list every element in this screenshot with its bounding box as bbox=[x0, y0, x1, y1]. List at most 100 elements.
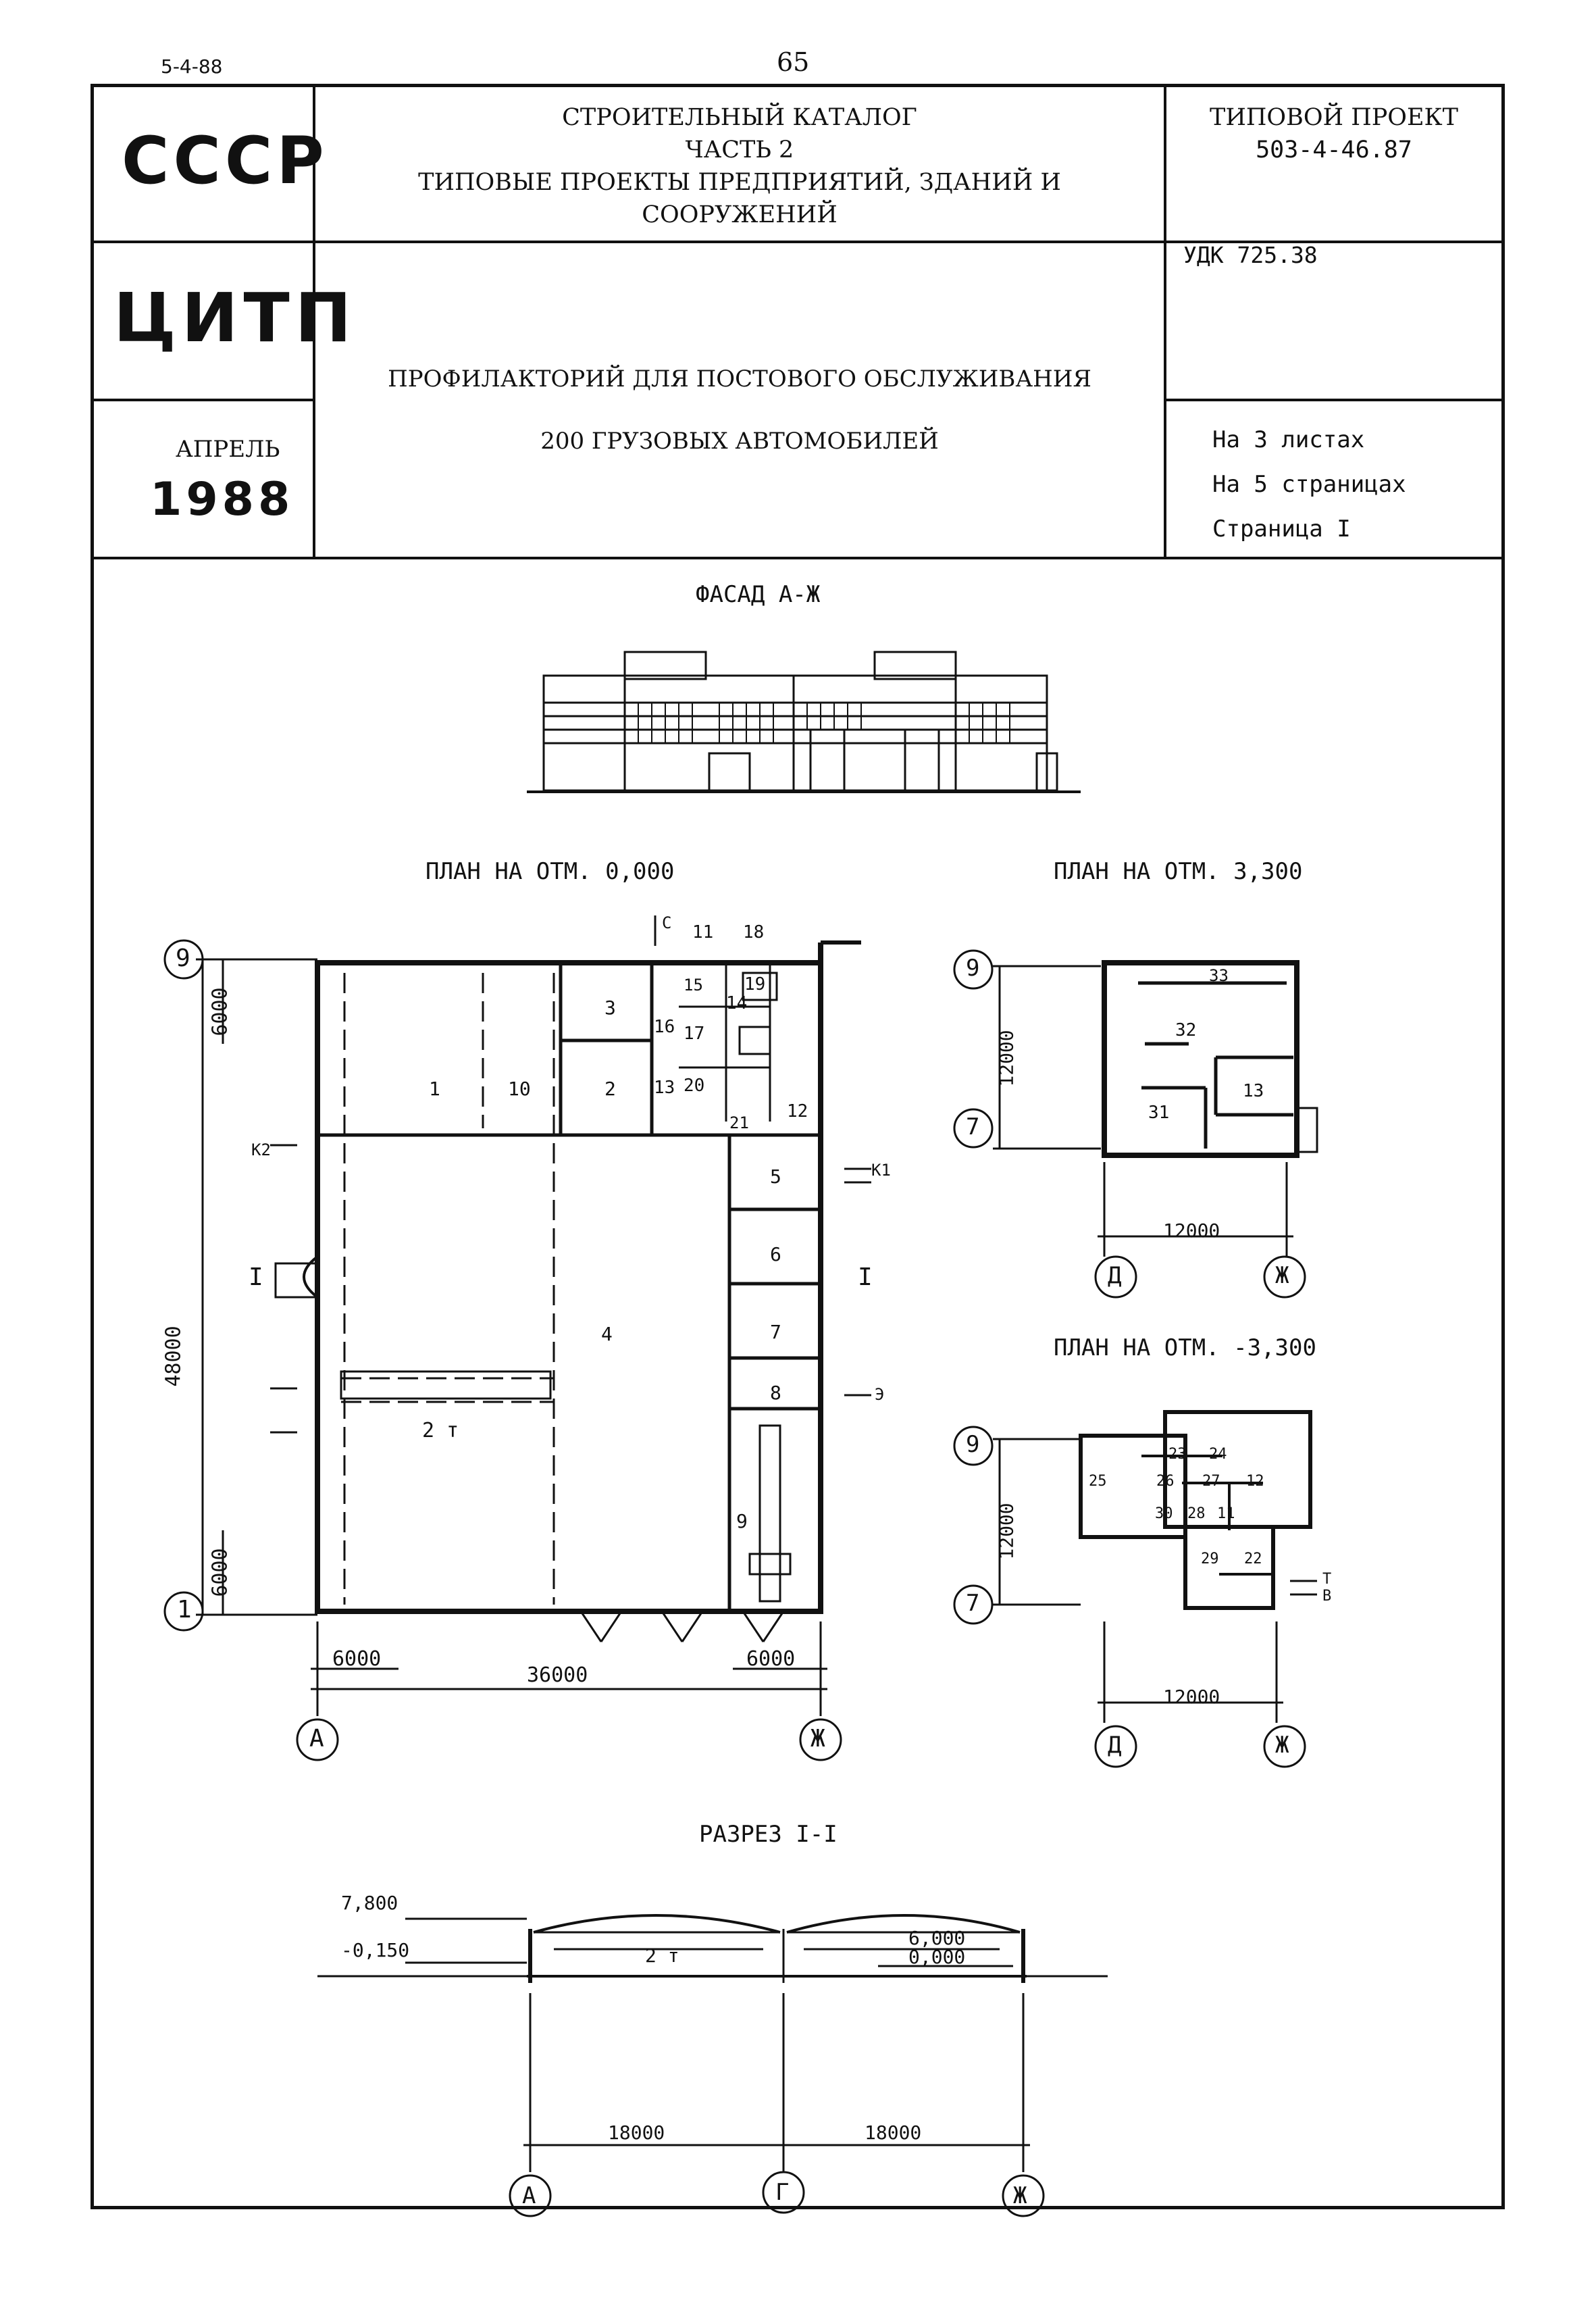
pm3-room-23: 23 bbox=[1168, 1446, 1187, 1463]
pm3-axis-9: 9 bbox=[966, 1431, 980, 1458]
room-13: 13 bbox=[654, 1078, 675, 1098]
section-drawing bbox=[317, 1914, 1108, 2217]
dim-right-6000: 6000 bbox=[746, 1647, 796, 1671]
section-crane: 2 т bbox=[645, 1944, 679, 1967]
pm3-dim-v: 12000 bbox=[995, 1503, 1018, 1560]
pm3-room-25: 25 bbox=[1089, 1473, 1107, 1490]
month-label: АПРЕЛЬ bbox=[176, 436, 280, 463]
span-1: 18000 bbox=[608, 2121, 665, 2144]
p3-room-13: 13 bbox=[1243, 1081, 1264, 1101]
project-number: 503-4-46.87 bbox=[1256, 136, 1412, 164]
pm3-t-label: Т bbox=[1322, 1571, 1332, 1588]
crane-label: 2 т bbox=[422, 1419, 459, 1442]
plan-minus3300-drawing bbox=[953, 1410, 1317, 1768]
sheets-count: На 3 листах bbox=[1212, 426, 1365, 453]
dim-top-6000: 6000 bbox=[208, 987, 232, 1036]
pm3-room-12: 12 bbox=[1246, 1473, 1264, 1490]
section-mark-left: I bbox=[249, 1263, 263, 1291]
title-line-1: ПРОФИЛАКТОРИЙ ДЛЯ ПОСТОВОГО ОБСЛУЖИВАНИЯ bbox=[388, 366, 1091, 393]
page-number: 65 bbox=[777, 47, 810, 77]
udk-label: УДК 725.38 bbox=[1183, 242, 1318, 268]
plan-0-title: ПЛАН НА ОТМ. 0,000 bbox=[426, 858, 675, 885]
room-8: 8 bbox=[770, 1382, 781, 1404]
document-title: ПРОФИЛАКТОРИЙ ДЛЯ ПОСТОВОГО ОБСЛУЖИВАНИЯ… bbox=[317, 348, 1162, 472]
level-0000: 0,000 bbox=[908, 1946, 966, 1968]
section-axis-a: А bbox=[522, 2182, 536, 2209]
room-16: 16 bbox=[654, 1017, 675, 1037]
p3-axis-7: 7 bbox=[966, 1113, 980, 1140]
axis-9-label: 9 bbox=[176, 945, 190, 972]
axis-1-label: 1 bbox=[177, 1596, 192, 1624]
facade-drawing bbox=[527, 651, 1081, 793]
project-block: ТИПОВОЙ ПРОЕКТ 503-4-46.87 bbox=[1168, 101, 1499, 166]
axis-zh-label: Ж bbox=[810, 1725, 825, 1753]
section-title: РАЗРЕЗ I-I bbox=[699, 1821, 838, 1848]
dim-left-6000: 6000 bbox=[332, 1647, 382, 1671]
section-axis-g: Г bbox=[775, 2179, 790, 2206]
p3-axis-d: Д bbox=[1108, 1262, 1122, 1289]
pages-count: На 5 страницах bbox=[1212, 471, 1406, 498]
catalog-line-1: СТРОИТЕЛЬНЫЙ КАТАЛОГ bbox=[562, 104, 917, 131]
pm3-room-28: 28 bbox=[1187, 1505, 1206, 1522]
catalog-line-3: ТИПОВЫЕ ПРОЕКТЫ ПРЕДПРИЯТИЙ, ЗДАНИЙ И СО… bbox=[418, 169, 1061, 228]
pm3-room-30: 30 bbox=[1155, 1505, 1173, 1522]
p3-axis-9: 9 bbox=[966, 955, 980, 982]
room-12: 12 bbox=[787, 1101, 808, 1122]
plan-0-drawing bbox=[163, 915, 871, 1761]
room-6: 6 bbox=[770, 1243, 781, 1265]
pm3-room-27: 27 bbox=[1202, 1473, 1220, 1490]
p3-room-33: 33 bbox=[1209, 966, 1229, 985]
sheet-info: На 3 листах На 5 страницах Страница I bbox=[1212, 418, 1406, 551]
plan-3300-drawing bbox=[953, 949, 1318, 1299]
project-label: ТИПОВОЙ ПРОЕКТ bbox=[1210, 104, 1458, 131]
room-21: 21 bbox=[729, 1113, 749, 1132]
pm3-v-label: В bbox=[1322, 1588, 1332, 1605]
pm3-dim-h: 12000 bbox=[1163, 1686, 1220, 1708]
k2-label: К2 bbox=[251, 1140, 271, 1159]
catalog-code: 5-4-88 bbox=[161, 55, 223, 78]
level-6000: 6,000 bbox=[908, 1927, 966, 1949]
pm3-axis-7: 7 bbox=[966, 1590, 980, 1617]
year-label: 1988 bbox=[150, 473, 294, 526]
pm3-room-24: 24 bbox=[1209, 1446, 1227, 1463]
dim-bottom-6000: 6000 bbox=[208, 1548, 232, 1597]
room-4: 4 bbox=[601, 1323, 613, 1345]
p3-dim-v: 12000 bbox=[995, 1030, 1018, 1087]
org-label: ЦИТП bbox=[113, 278, 357, 357]
level-7800: 7,800 bbox=[341, 1892, 398, 1914]
pm3-room-22: 22 bbox=[1244, 1551, 1262, 1567]
pm3-axis-zh: Ж bbox=[1275, 1732, 1289, 1759]
p3-room-31: 31 bbox=[1148, 1103, 1170, 1123]
dim-48000: 48000 bbox=[161, 1326, 186, 1387]
country-label: СССР bbox=[122, 123, 328, 199]
level-minus150: -0,150 bbox=[341, 1939, 410, 1961]
room-3: 3 bbox=[604, 997, 616, 1019]
room-5: 5 bbox=[770, 1165, 781, 1188]
plan-minus3300-title: ПЛАН НА ОТМ. -3,300 bbox=[1054, 1334, 1316, 1361]
room-11: 11 bbox=[692, 922, 714, 942]
pm3-room-26: 26 bbox=[1156, 1473, 1175, 1490]
section-mark-right: I bbox=[858, 1263, 873, 1291]
p3-dim-h: 12000 bbox=[1163, 1219, 1220, 1242]
room-20: 20 bbox=[684, 1076, 705, 1096]
facade-title: ФАСАД А-Ж bbox=[696, 581, 821, 608]
room-1: 1 bbox=[429, 1078, 440, 1100]
room-15: 15 bbox=[684, 976, 703, 995]
room-10: 10 bbox=[508, 1078, 531, 1100]
pm3-room-29: 29 bbox=[1201, 1551, 1219, 1567]
room-14: 14 bbox=[726, 993, 748, 1013]
p3-room-32: 32 bbox=[1175, 1020, 1197, 1040]
room-18: 18 bbox=[743, 922, 765, 942]
e-label: Э bbox=[875, 1385, 885, 1404]
axis-a-label: А bbox=[309, 1725, 324, 1753]
room-17: 17 bbox=[684, 1024, 705, 1044]
section-axis-zh: Ж bbox=[1013, 2182, 1027, 2209]
room-7: 7 bbox=[770, 1321, 781, 1343]
pm3-axis-d: Д bbox=[1108, 1732, 1122, 1759]
plan-3300-title: ПЛАН НА ОТМ. 3,300 bbox=[1054, 858, 1303, 885]
page-label: Страница I bbox=[1212, 515, 1351, 543]
pm3-room-11: 11 bbox=[1217, 1505, 1235, 1522]
span-2: 18000 bbox=[865, 2121, 922, 2144]
room-9: 9 bbox=[736, 1510, 748, 1532]
